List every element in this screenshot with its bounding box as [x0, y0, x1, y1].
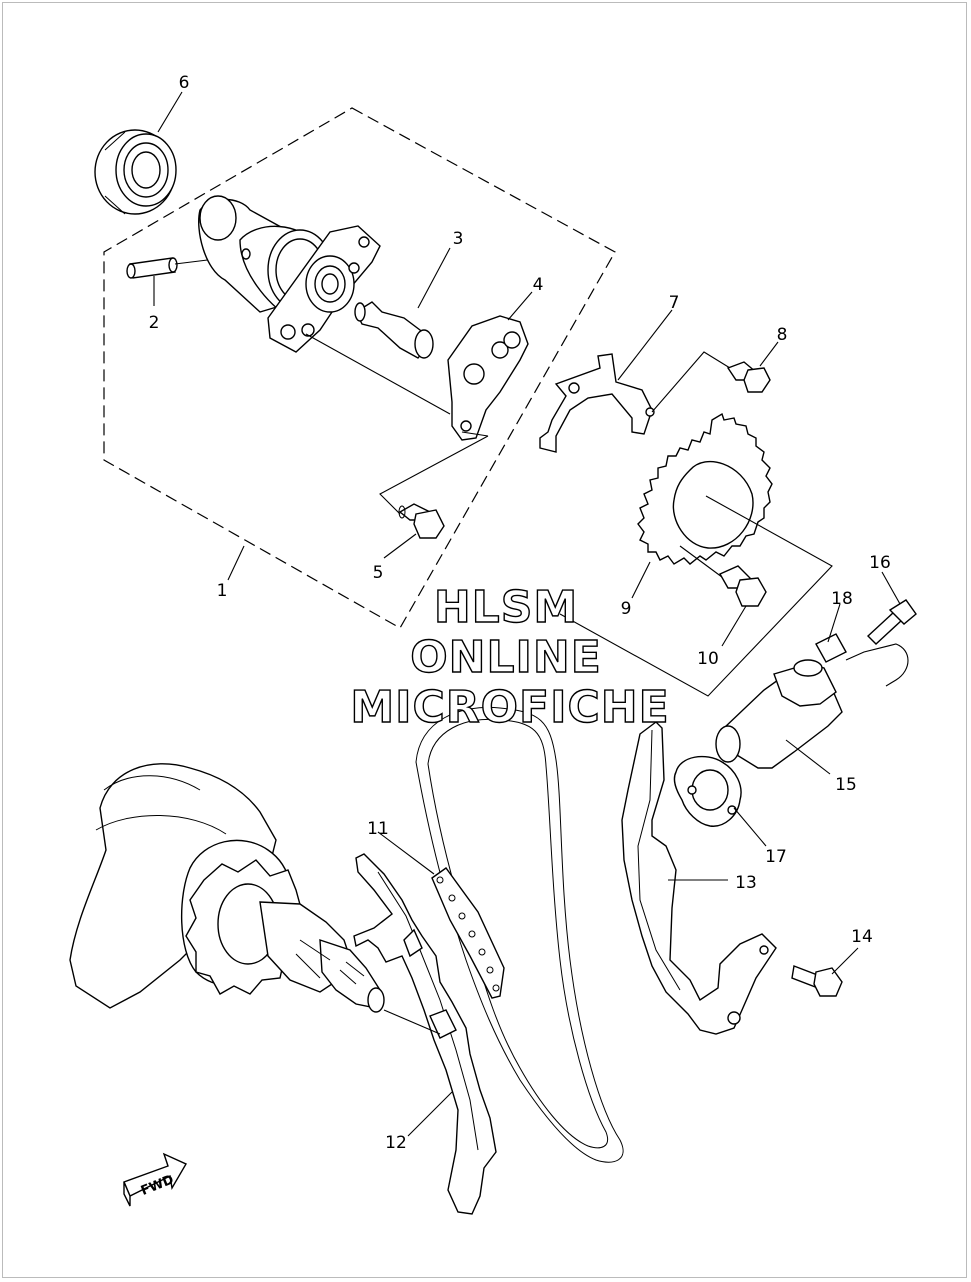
part-16-bolt: [866, 599, 917, 645]
callout-15: 15: [835, 775, 857, 795]
part-3-shaft: [354, 301, 434, 359]
part-11-chain-link: [431, 867, 505, 999]
callout-7: 7: [669, 293, 680, 313]
part-13-chain-guide: [621, 721, 777, 1035]
part-10-bolt: [719, 565, 767, 607]
callout-16: 16: [869, 553, 891, 573]
crankshaft-assembly: [69, 763, 385, 1013]
part-9-sprocket: [637, 412, 773, 565]
callout-12: 12: [385, 1133, 407, 1153]
part-15-tensioner: [715, 659, 843, 769]
watermark-line-3: MICROFICHE: [350, 682, 669, 733]
part-12-chain-guide: [353, 853, 497, 1215]
part-17-gasket: [673, 755, 742, 827]
cam-chain: [415, 706, 624, 1163]
camshaft-assembly: [198, 195, 381, 353]
callout-10: 10: [697, 649, 719, 669]
fwd-arrow-icon: [123, 1152, 187, 1207]
assembly-outline-camshaft: [103, 107, 616, 629]
callout-3: 3: [453, 229, 464, 249]
watermark-line-2: ONLINE: [410, 632, 602, 683]
callout-2: 2: [149, 313, 160, 333]
part-4-plate: [447, 315, 529, 441]
callout-8: 8: [777, 325, 788, 345]
callout-9: 9: [621, 599, 632, 619]
callout-1: 1: [217, 581, 228, 601]
part-14-bolt: [791, 965, 843, 997]
watermark-line-1: HLSM: [434, 582, 578, 633]
part-8-bolt: [726, 361, 771, 393]
part-7-guide-plate: [539, 353, 655, 453]
callout-5: 5: [373, 563, 384, 583]
callout-18: 18: [831, 589, 853, 609]
watermark: HLSM ONLINE MICROFICHE: [350, 581, 670, 733]
part-5-bolt: [398, 503, 445, 539]
callout-4: 4: [533, 275, 544, 295]
callout-13: 13: [735, 873, 757, 893]
leader-lines: [153, 91, 901, 1137]
callout-14: 14: [851, 927, 873, 947]
part-2-pin: [126, 257, 178, 279]
callout-17: 17: [765, 847, 787, 867]
part-6-bearing: [94, 129, 177, 215]
callout-11: 11: [367, 819, 389, 839]
callout-6: 6: [179, 73, 190, 93]
